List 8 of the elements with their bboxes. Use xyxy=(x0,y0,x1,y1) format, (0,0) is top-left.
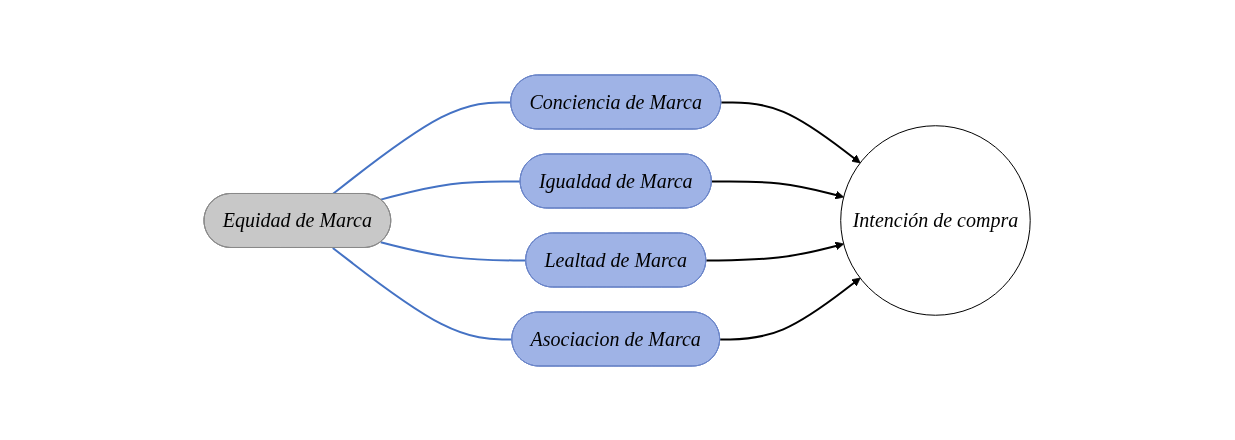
arrow xyxy=(720,100,861,163)
arrow xyxy=(719,277,861,340)
arrow xyxy=(711,179,845,199)
connector xyxy=(332,246,514,340)
node-circle: Intención de compra xyxy=(840,124,1032,316)
connector xyxy=(380,179,522,201)
arrow xyxy=(705,241,845,261)
connector xyxy=(380,240,528,261)
